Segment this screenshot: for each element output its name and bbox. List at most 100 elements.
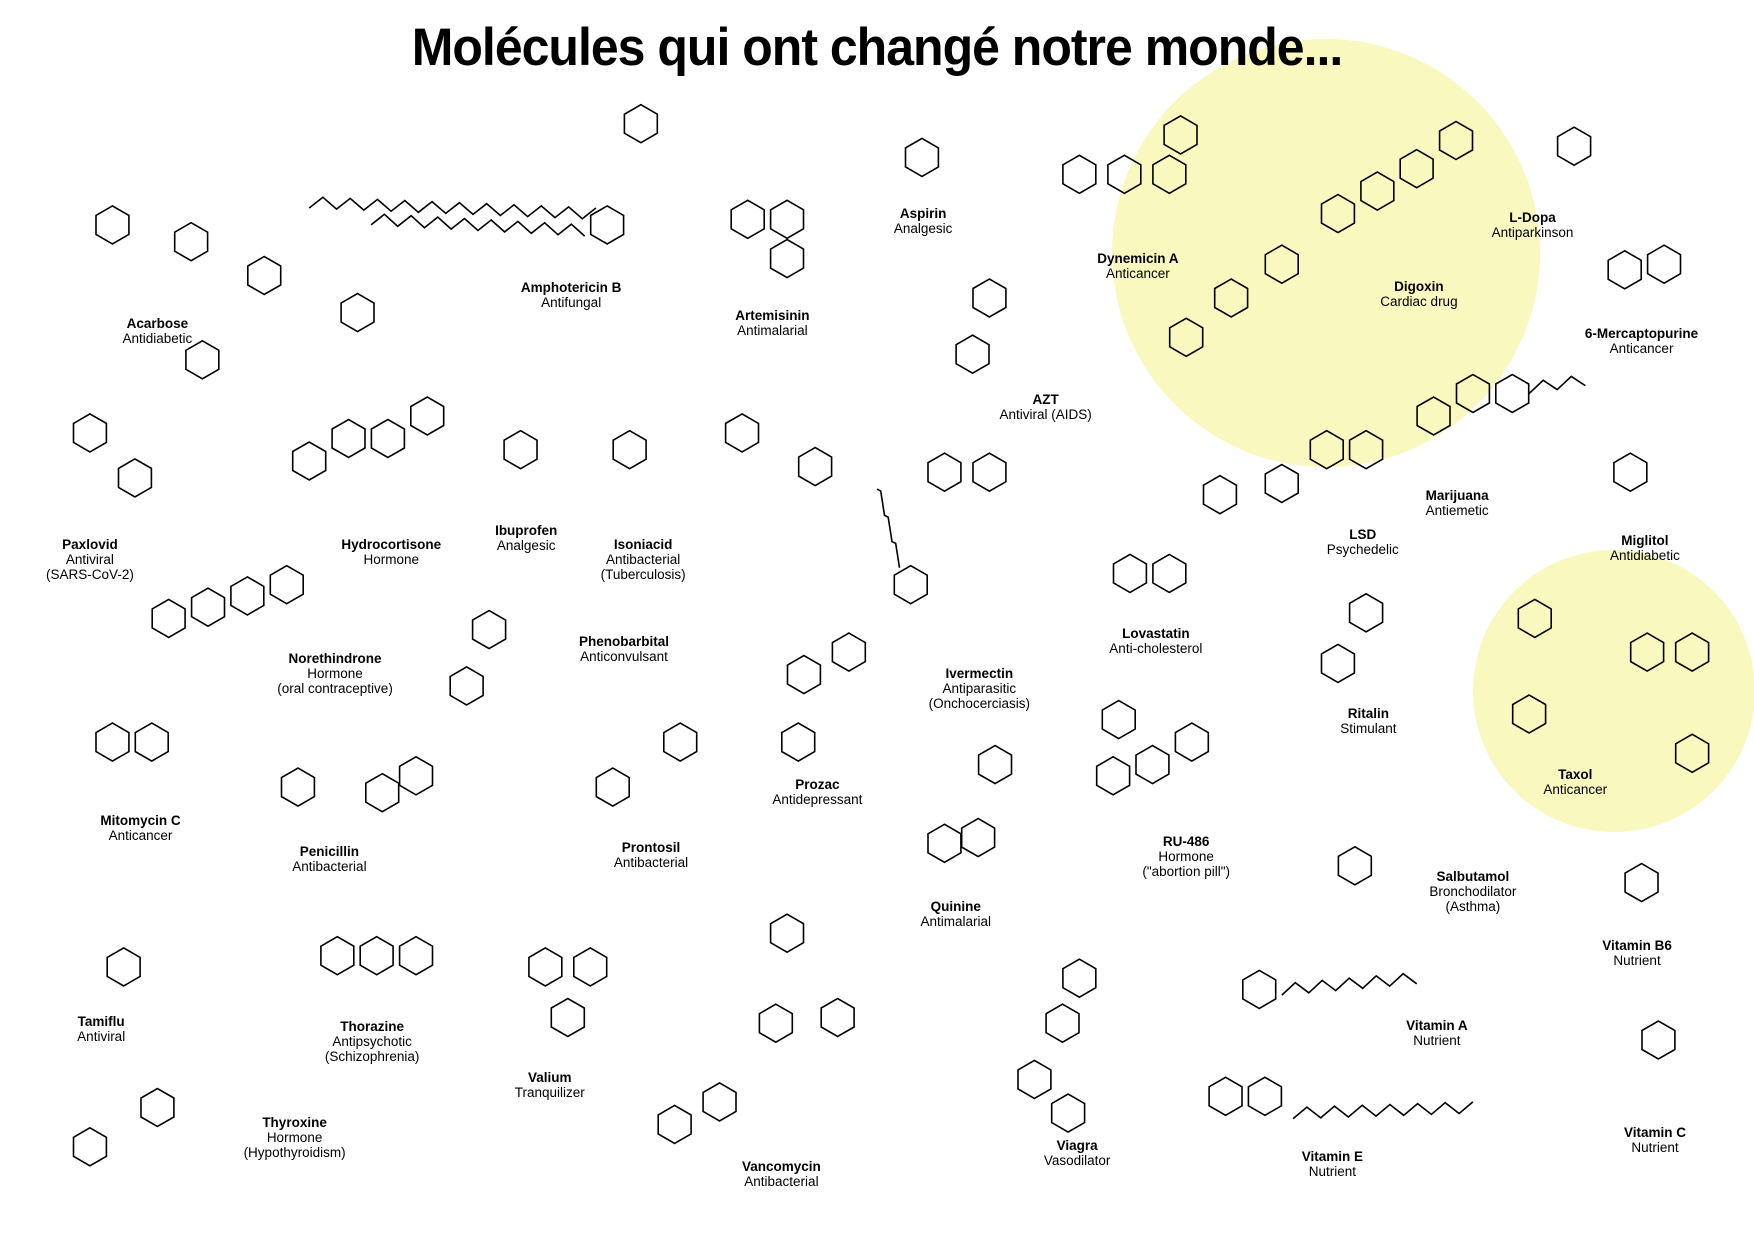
ring-hydrocortisone	[370, 418, 406, 459]
ring-taxol	[1517, 598, 1552, 639]
molecule-use: Antimalarial	[920, 914, 991, 930]
ring-ru-486	[1174, 722, 1210, 763]
molecule-use: Antibacterial	[744, 1174, 819, 1190]
ring-valium	[572, 946, 608, 987]
ring-acarbose	[173, 221, 209, 262]
molecule-name: Vitamin C	[1624, 1125, 1687, 1141]
ring-vitamin-e	[1208, 1076, 1243, 1117]
molecule-name: LSD	[1349, 527, 1377, 543]
ring-penicillin	[364, 772, 400, 813]
molecule-name: Lovastatin	[1122, 626, 1190, 642]
highlight-circle-taxol	[1473, 550, 1754, 832]
molecule-use: Antibacterial	[605, 552, 681, 568]
ring-ivermectin	[927, 452, 962, 493]
molecule-use: Anticancer	[1105, 265, 1170, 281]
molecule-use: ("abortion pill")	[1142, 864, 1230, 880]
molecule-name: Vitamin B6	[1602, 937, 1672, 953]
ring-artemisinin	[769, 199, 805, 240]
molecule-name: RU-486	[1162, 834, 1210, 850]
molecule-name: Prontosil	[621, 839, 681, 855]
molecule-name: Acarbose	[126, 315, 189, 331]
molecule-use: Antibacterial	[613, 854, 689, 870]
ring-amphotericin-b	[623, 103, 659, 144]
ring-lovastatin	[1152, 553, 1187, 594]
ring-vitamin-c	[1641, 1020, 1676, 1060]
molecule-use: Cardiac drug	[1380, 293, 1458, 309]
molecule-use: Analgesic	[893, 220, 953, 236]
molecule-name: Thorazine	[340, 1018, 405, 1034]
ring-thorazine	[398, 935, 434, 976]
ring-viagra	[1050, 1093, 1086, 1134]
ring-hydrocortisone	[291, 441, 327, 481]
ring-prontosil	[662, 722, 698, 763]
ring-digoxin	[1264, 244, 1299, 285]
molecule-name: Vitamin E	[1301, 1149, 1363, 1165]
carbon-chain	[1281, 972, 1418, 996]
molecule-use: (Tuberculosis)	[600, 567, 686, 583]
ring-prozac	[786, 654, 822, 695]
molecule-use: Nutrient	[1308, 1164, 1356, 1180]
molecule-use: Vasodilator	[1043, 1152, 1111, 1168]
molecule-use: Nutrient	[1613, 952, 1661, 968]
ring-penicillin	[280, 767, 316, 808]
ring-quinine	[960, 817, 996, 858]
molecule-use: Antiemetic	[1425, 502, 1489, 518]
ring-digoxin	[1168, 317, 1204, 358]
molecule-name: Amphotericin B	[520, 279, 622, 295]
molecule-name: Penicillin	[299, 844, 360, 860]
molecule-use: Bronchodilator	[1429, 884, 1517, 900]
ring-ritalin	[1320, 643, 1356, 684]
ring-marijuana	[1495, 373, 1530, 414]
molecule-name: Dynemicin A	[1097, 250, 1179, 266]
ring-azt	[972, 278, 1007, 318]
molecule-use: Nutrient	[1413, 1032, 1461, 1048]
ring-vancomycin	[702, 1081, 737, 1122]
carbon-chain	[1528, 375, 1586, 395]
molecule-name: Norethindrone	[288, 651, 382, 666]
ring-vitamin-b6	[1624, 862, 1659, 903]
ring-digoxin	[1438, 120, 1474, 161]
molecule-use: Anticonvulsant	[580, 649, 668, 665]
ring-artemisinin	[730, 199, 766, 240]
molecule-use: Nutrient	[1631, 1140, 1679, 1156]
molecule-use: (Hypothyroidism)	[243, 1145, 346, 1161]
ring-salbutamol	[1337, 845, 1373, 886]
ring-prozac	[831, 632, 867, 673]
ring-thyroxine	[72, 1126, 108, 1167]
molecule-name: Ritalin	[1347, 706, 1389, 722]
molecule-name: Thyroxine	[262, 1115, 327, 1131]
molecule-name: Isoniacid	[613, 537, 673, 553]
ring-ritalin	[1348, 592, 1384, 633]
ring-ivermectin	[797, 446, 833, 487]
ring-paxlovid	[72, 412, 108, 453]
ring-lovastatin	[1112, 553, 1148, 594]
ring-artemisinin	[769, 238, 805, 279]
ring-acarbose	[340, 292, 375, 333]
ring-taxol	[1674, 632, 1710, 673]
ring-amphotericin-b	[589, 204, 625, 245]
ring-dynemicin-a	[1062, 154, 1097, 195]
molecule-use: Antiparasitic	[942, 680, 1017, 696]
molecule-name: Artemisinin	[735, 308, 810, 324]
molecule-name: Prozac	[795, 776, 840, 792]
molecule-use: (SARS-CoV-2)	[46, 567, 134, 583]
ring-digoxin	[1213, 278, 1249, 318]
molecule-use: Antidepressant	[772, 791, 863, 807]
ring-hydrocortisone	[331, 418, 366, 459]
ring-azt	[955, 334, 990, 375]
ring-vitamin-e	[1247, 1076, 1283, 1117]
